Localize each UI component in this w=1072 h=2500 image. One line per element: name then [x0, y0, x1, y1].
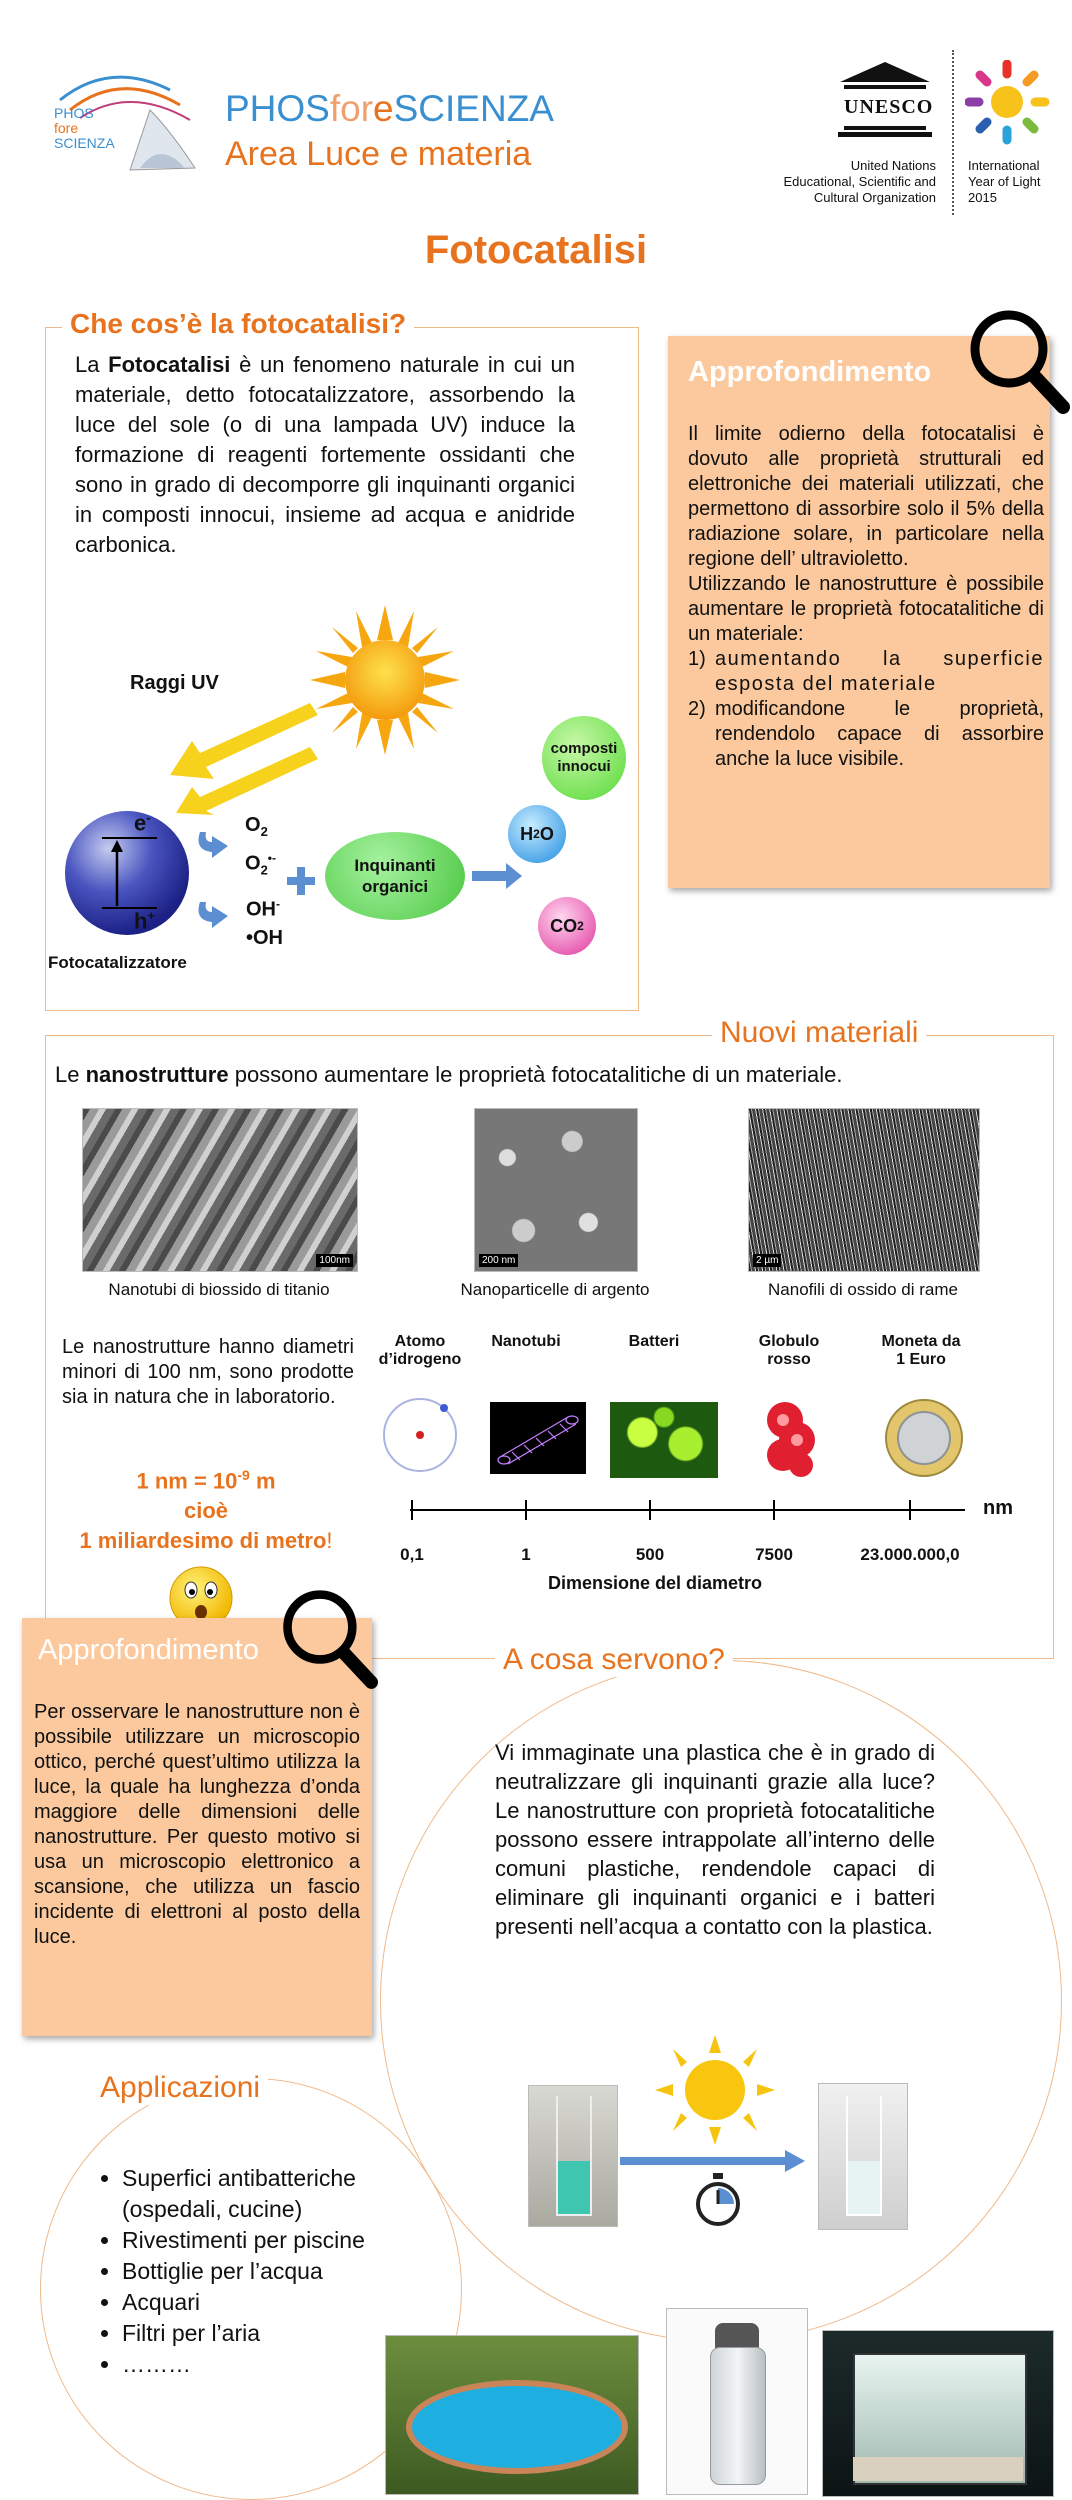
sun-icon	[310, 605, 460, 760]
harmless-bubble: composti innocui	[542, 716, 626, 800]
iyl-logo	[964, 59, 1050, 150]
catalyst-label: Fotocatalizzatore	[48, 953, 187, 972]
area-subtitle: Area Luce e materia	[225, 135, 532, 173]
o2-radical-label: O	[245, 852, 261, 875]
page-title: Fotocatalisi	[424, 228, 648, 272]
euro-coin-icon	[884, 1398, 964, 1483]
product-arrow	[472, 863, 522, 894]
uv-rays-label: Raggi UV	[130, 672, 219, 694]
sun-icon	[655, 2035, 775, 2150]
unesco-logo: UNESCO	[830, 60, 940, 150]
apps-list: Superfici antibatteriche (ospedali, cuci…	[96, 2163, 452, 2380]
glass-before-photo	[528, 2085, 618, 2227]
atom-icon	[380, 1395, 460, 1480]
nuovi-title: Nuovi materiali	[712, 1016, 927, 1050]
photocatalyst-sphere: e- h+	[62, 808, 192, 943]
scale-tick: 0,1	[400, 1545, 424, 1564]
deep-box-1	[668, 336, 1050, 888]
what-intro: La Fotocatalisi è un fenomeno naturale i…	[75, 352, 576, 557]
scale-label-bacteria: Batteri	[628, 1333, 680, 1350]
list-item: Rivestimenti per piscine	[122, 2225, 452, 2256]
caption-nanowires: Nanofili di ossido di rame	[768, 1280, 958, 1299]
phos-logo: PHOS fore SCIENZA	[50, 60, 200, 175]
list-item: Superfici antibatteriche (ospedali, cuci…	[122, 2163, 452, 2225]
list-item: Bottiglie per l’acqua	[122, 2256, 452, 2287]
process-arrow	[620, 2148, 805, 2179]
scale-axis-title: Dimensione del diametro	[547, 1573, 763, 1593]
photo-nanotubes: 100nm	[82, 1108, 358, 1272]
surprised-face-icon	[168, 1565, 234, 1636]
magnifier-icon	[278, 1585, 378, 1695]
o2-label: O	[245, 814, 261, 836]
reaction-arrows	[192, 820, 242, 945]
stopwatch-icon	[693, 2172, 743, 2233]
deep-box-1-title: Approfondimento	[688, 356, 932, 388]
deep-box-2-title: Approfondimento	[38, 1634, 259, 1666]
scale-axis	[410, 1495, 976, 1530]
aquarium-photo	[822, 2330, 1054, 2497]
list-item: Filtri per l’aria	[122, 2318, 452, 2349]
unesco-caption: United Nations Educational, Scientific a…	[783, 158, 936, 205]
iyl-caption: International Year of Light 2015	[968, 158, 1041, 205]
pollutants-bubble: Inquinanti organici	[325, 832, 465, 920]
scale-tick: 7500	[755, 1545, 793, 1564]
scale-tick: 23.000.000,0	[860, 1545, 960, 1564]
uses-text: Vi immaginate una plastica che è in grad…	[495, 1740, 935, 1939]
what-title: Che cos’è la fotocatalisi?	[62, 307, 415, 341]
nano-size-text: Le nanostrutture hanno diametri minori d…	[62, 1336, 354, 1408]
nanotube-icon	[490, 1402, 586, 1474]
header-divider	[952, 50, 954, 215]
nuovi-intro: Le nanostrutture possono aumentare le pr…	[55, 1062, 843, 1087]
brand-title: PHOSforeSCIENZA	[225, 88, 554, 129]
deep-box-2-text: Per osservare le nanostrutture non è pos…	[34, 1701, 360, 1948]
nm-definition: 1 nm = 10-9 m cioè 1 miliardesimo di met…	[79, 1467, 333, 1554]
uses-title: A cosa servono?	[495, 1643, 733, 1677]
oh-minus-label: OH	[246, 898, 276, 921]
magnifier-icon	[965, 305, 1070, 420]
list-item: Acquari	[122, 2287, 452, 2318]
glass-after-photo	[818, 2083, 908, 2230]
logo-text-scienza: SCIENZA	[54, 135, 115, 151]
uv-rays-arrows	[170, 695, 320, 820]
logo-text-fore: fore	[54, 120, 79, 136]
deep-box-1-text: Il limite odierno della fotocatalisi è d…	[688, 423, 1044, 770]
water-bottle-photo	[666, 2308, 808, 2495]
electron-label: e	[134, 810, 147, 836]
plus-icon	[286, 866, 316, 901]
pool-photo	[385, 2335, 639, 2495]
scale-tick: 1	[521, 1545, 531, 1564]
scale-tick: 500	[635, 1545, 665, 1564]
oh-radical-label: •OH	[246, 926, 284, 949]
red-blood-cell-icon	[755, 1395, 825, 1490]
scale-label-nanotubes: Nanotubi	[491, 1333, 561, 1350]
scale-unit: nm	[983, 1497, 1013, 1519]
photo-nanowires: 2 µm	[748, 1108, 980, 1272]
logo-text-phos: PHOS	[54, 105, 94, 121]
list-item: ………	[122, 2349, 452, 2380]
apps-title: Applicazioni	[92, 2071, 269, 2105]
unesco-lettering: UNESCO	[844, 96, 934, 118]
deep-box-2	[22, 1618, 372, 2036]
hole-label: h	[134, 908, 148, 934]
caption-nanotubes: Nanotubi di biossido di titanio	[108, 1280, 330, 1299]
photo-nanoparticles: 200 nm	[474, 1108, 638, 1272]
caption-nanoparticles: Nanoparticelle di argento	[460, 1280, 650, 1299]
bacteria-icon	[610, 1402, 718, 1478]
